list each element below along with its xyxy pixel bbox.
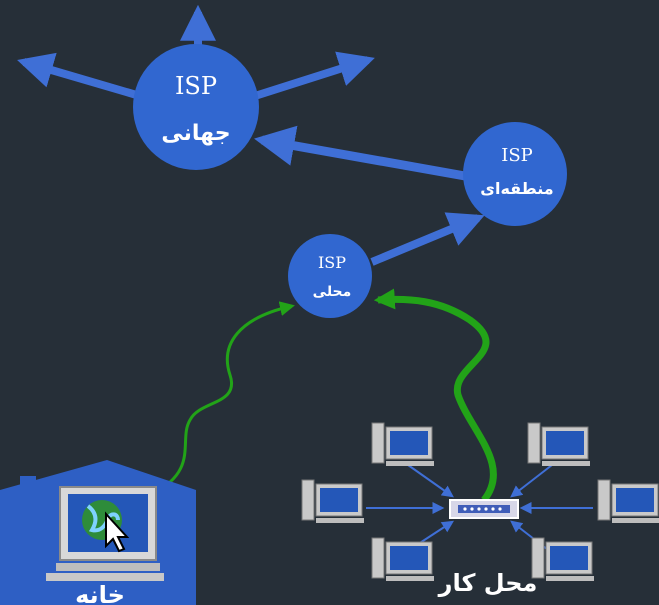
chimney-icon [20,476,36,506]
regional-isp-node: ISP منطقه‌ای [463,122,567,226]
regional-isp-title: ISP [501,145,533,166]
hub-connections [366,464,593,554]
home-label: خانه [75,581,125,605]
home-computer-icon [46,486,164,581]
workstation-icon [527,422,590,466]
cursor-icon [105,511,130,553]
workstation-icon [597,479,659,523]
workstation-icon [531,537,594,581]
local-isp-title: ISP [318,253,346,272]
global-isp-title: ISP [175,72,217,100]
global-isp-subtitle: جهانی [161,121,230,146]
local-to-regional-arrow [370,212,485,266]
global-isp-node: ISP جهانی [133,44,259,170]
keyboard-icon [56,563,160,571]
local-isp-node: ISP محلی [288,234,372,318]
regional-isp-subtitle: منطقه‌ای [480,179,553,198]
arrow-up-left [17,52,142,100]
workplace-network [301,422,659,581]
workstation-icon [371,422,434,466]
workplace-to-local-isp-link [373,288,497,503]
local-isp-subtitle: محلی [313,284,352,300]
workplace-label: محل کار [438,569,538,597]
network-hub-icon [449,499,519,519]
workstation-icon [301,479,364,523]
workstation-icon [371,537,434,581]
home-to-local-isp-link [151,301,295,496]
regional-to-global-arrow [254,125,466,181]
arrow-up-right [253,51,375,100]
